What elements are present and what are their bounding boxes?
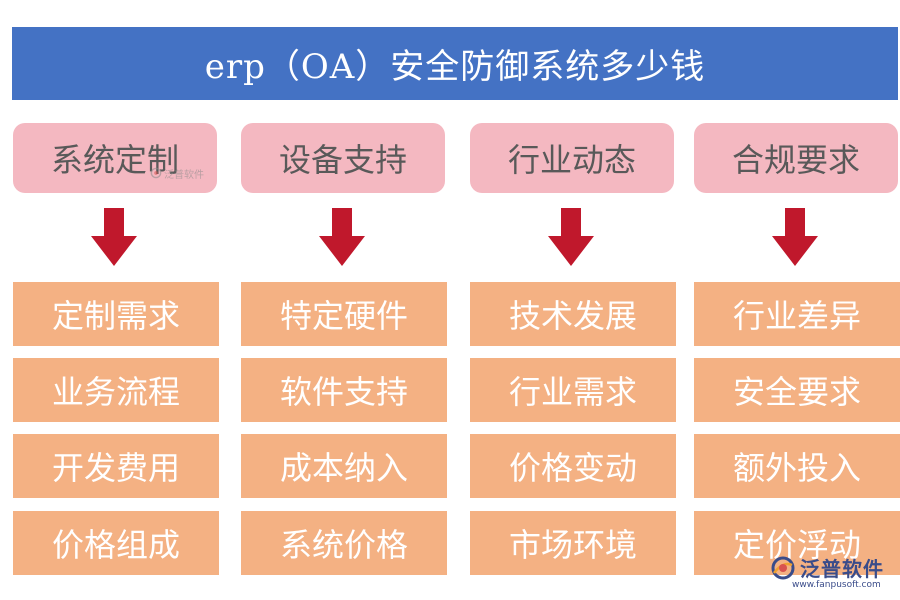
- item-box: 行业需求: [470, 358, 676, 422]
- item-box: 技术发展: [470, 282, 676, 346]
- down-arrow-icon: [91, 208, 137, 266]
- brand-logo-icon: [150, 167, 162, 179]
- down-arrow-icon: [319, 208, 365, 266]
- column-device-support: 设备支持 特定硬件 软件支持 成本纳入 系统价格: [241, 0, 447, 600]
- item-box: 开发费用: [13, 434, 219, 498]
- item-box: 定价浮动: [694, 511, 900, 575]
- category-header-label: 合规要求: [731, 141, 860, 179]
- item-box: 定制需求: [13, 282, 219, 346]
- item-label: 价格变动: [508, 449, 637, 487]
- small-watermark: 泛普软件: [150, 163, 212, 183]
- diagram-title: erp（OA）安全防御系统多少钱: [204, 47, 706, 87]
- item-label: 开发费用: [51, 449, 180, 487]
- item-box: 系统价格: [241, 511, 447, 575]
- column-compliance: 合规要求 行业差异 安全要求 额外投入 定价浮动: [694, 0, 900, 600]
- watermark-url: www.fanpusoft.com: [792, 580, 881, 590]
- down-arrow-icon: [548, 208, 594, 266]
- item-label: 价格组成: [51, 526, 180, 564]
- small-watermark-brand: 泛普软件: [164, 169, 204, 181]
- item-label: 技术发展: [508, 297, 637, 335]
- item-box: 价格组成: [13, 511, 219, 575]
- down-arrow-icon: [772, 208, 818, 266]
- item-box: 业务流程: [13, 358, 219, 422]
- category-header: 设备支持: [241, 123, 445, 193]
- item-label: 特定硬件: [279, 297, 408, 335]
- column-system-customization: 系统定制 定制需求 业务流程 开发费用 价格组成: [13, 0, 219, 600]
- item-box: 成本纳入: [241, 434, 447, 498]
- item-label: 系统价格: [279, 526, 408, 564]
- item-label: 成本纳入: [279, 449, 408, 487]
- category-header-label: 行业动态: [507, 141, 636, 179]
- brand-logo-icon: [771, 556, 795, 579]
- item-box: 价格变动: [470, 434, 676, 498]
- item-box: 行业差异: [694, 282, 900, 346]
- category-header: 合规要求: [694, 123, 898, 193]
- item-box: 市场环境: [470, 511, 676, 575]
- category-header: 行业动态: [470, 123, 674, 193]
- item-label: 额外投入: [732, 449, 861, 487]
- item-box: 特定硬件: [241, 282, 447, 346]
- item-label: 市场环境: [508, 526, 637, 564]
- item-label: 定制需求: [51, 297, 180, 335]
- item-label: 定价浮动: [732, 526, 861, 564]
- category-header-label: 设备支持: [278, 141, 407, 179]
- item-label: 行业差异: [732, 297, 861, 335]
- title-bar: erp（OA）安全防御系统多少钱: [12, 27, 898, 100]
- item-box: 软件支持: [241, 358, 447, 422]
- item-box: 安全要求: [694, 358, 900, 422]
- item-box: 额外投入: [694, 434, 900, 498]
- brand-watermark: 泛普软件 www.fanpusoft.com: [770, 553, 896, 597]
- watermark-brand: 泛普软件: [800, 557, 884, 581]
- category-header: 系统定制: [13, 123, 217, 193]
- item-label: 安全要求: [732, 373, 861, 411]
- column-industry-trends: 行业动态 技术发展 行业需求 价格变动 市场环境: [470, 0, 676, 600]
- item-label: 软件支持: [279, 373, 408, 411]
- item-label: 业务流程: [51, 373, 180, 411]
- item-label: 行业需求: [508, 373, 637, 411]
